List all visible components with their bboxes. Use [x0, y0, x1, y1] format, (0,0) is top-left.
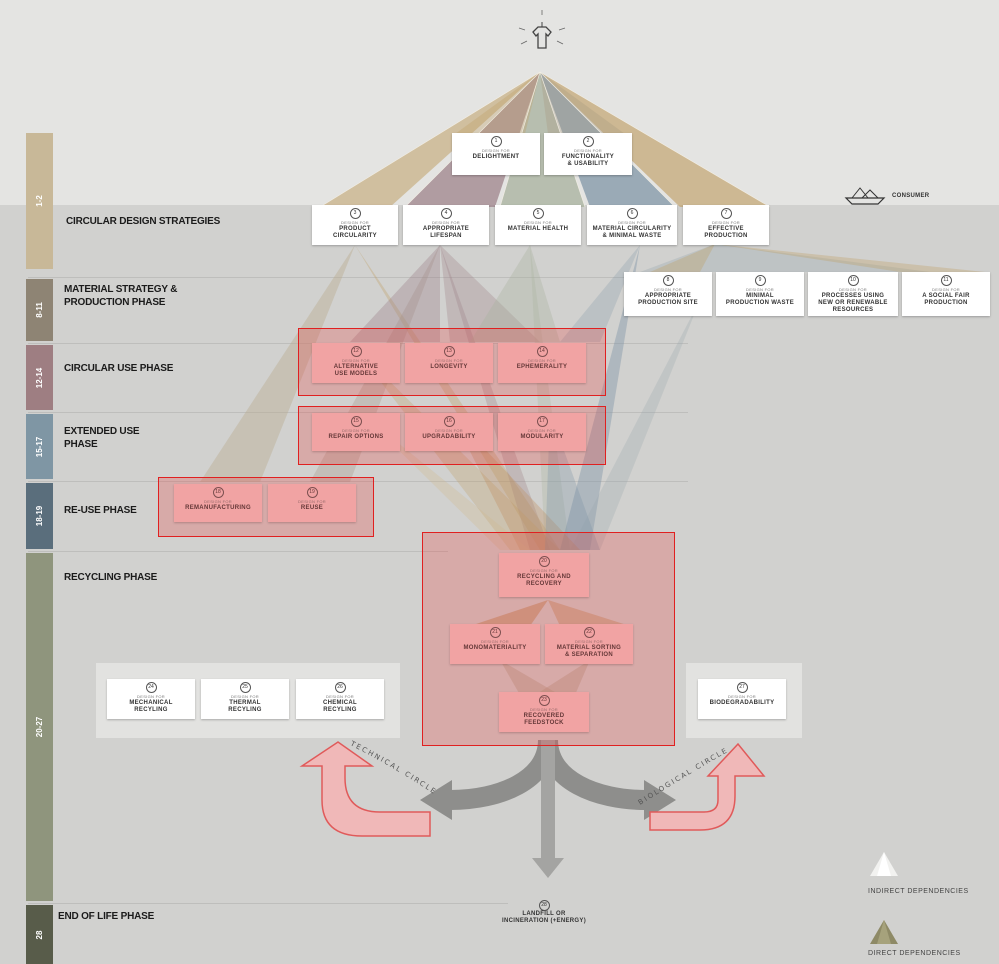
phase-separator — [28, 412, 688, 413]
phase-separator — [28, 481, 688, 482]
boat-icon — [844, 187, 886, 205]
phase-label-production: MATERIAL STRATEGY & PRODUCTION PHASE — [64, 284, 178, 308]
phase-bar-production: 8-11 — [26, 279, 53, 341]
phase-label-extended-use: EXTENDED USE PHASE — [64, 426, 140, 450]
consumer-label: CONSUMER — [892, 193, 930, 199]
phase-label-circular-use: CIRCULAR USE PHASE — [64, 363, 174, 374]
phase-label-recycling: RECYCLING PHASE — [64, 572, 158, 583]
legend-direct-label: DIRECT DEPENDENCIES — [868, 950, 961, 957]
phase-separator — [28, 903, 508, 904]
legend-indirect-label: INDIRECT DEPENDENCIES — [868, 888, 969, 895]
phase-label-end-of-life: END OF LIFE PHASE — [58, 911, 155, 922]
phase-bar-end-of-life: 28 — [26, 905, 53, 964]
flow-arrows — [420, 739, 676, 878]
recycling-fans — [470, 600, 630, 695]
tshirt-on-hanger-icon — [518, 10, 566, 49]
phase-bar-reuse: 18-19 — [26, 483, 53, 549]
highlight-reuse — [158, 477, 374, 537]
phase-bar-recycling: 20-27 — [26, 553, 53, 901]
landfill-node: 28 LANDFILL OR INCINERATION (+ENERGY) — [502, 900, 586, 924]
phase-label-design: CIRCULAR DESIGN STRATEGIES — [66, 216, 221, 227]
phase-label-reuse: RE-USE PHASE — [64, 505, 137, 516]
phase-bar-extended-use: 15-17 — [26, 414, 53, 479]
highlight-recycling — [422, 532, 675, 746]
legend-direct-icon — [870, 920, 898, 944]
phase-separator — [28, 277, 688, 278]
legend-indirect-icon — [870, 852, 898, 876]
technical-circle-label: TECHNICAL CIRCLE — [348, 739, 438, 796]
production-fan — [640, 244, 985, 272]
phase-bar-design: 1-2 — [26, 133, 53, 269]
return-arrows — [299, 741, 766, 837]
highlight-circular-use — [298, 328, 606, 396]
highlight-extended-use — [298, 406, 606, 465]
phase-bar-circular-use: 12-14 — [26, 345, 53, 410]
phase-separator — [28, 551, 448, 552]
